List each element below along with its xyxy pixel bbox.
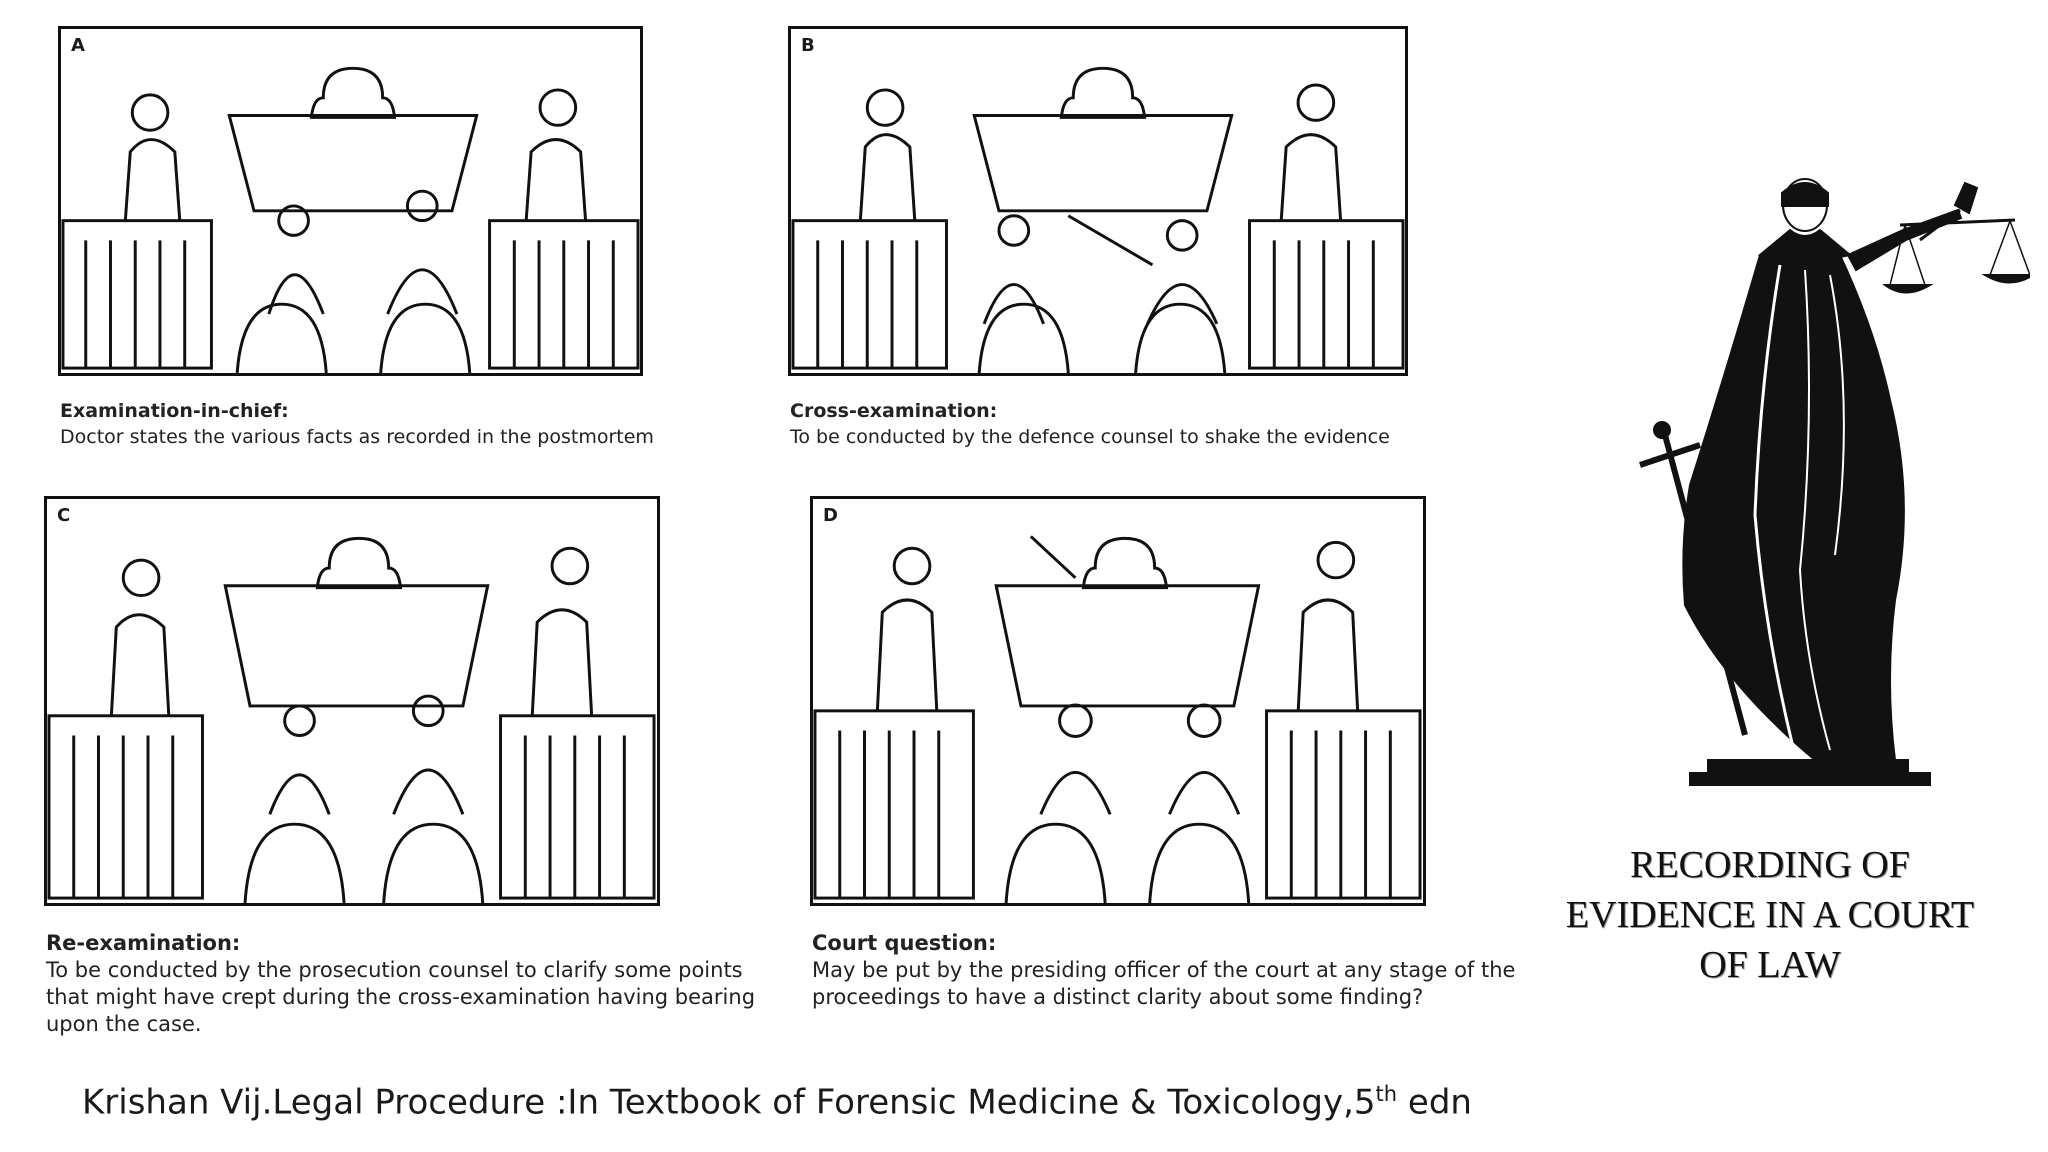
panel-caption-b: Cross-examination: To be conducted by th… (790, 398, 1490, 450)
caption-title: Court question: (812, 931, 997, 955)
panel-letter: C (57, 505, 71, 526)
panel-letter: B (801, 35, 815, 56)
citation: Krishan Vij.Legal Procedure :In Textbook… (82, 1082, 1472, 1122)
caption-text: May be put by the presiding officer of t… (812, 958, 1516, 1009)
caption-title: Cross-examination: (790, 400, 998, 422)
panel-letter: D (823, 505, 838, 526)
panel-d: D (810, 496, 1426, 906)
courtroom-illustration-c (47, 536, 656, 903)
lady-justice-statue-icon (1639, 178, 2030, 786)
citation-superscript: th (1375, 1082, 1398, 1106)
slide-title-line-1: RECORDING OF (1630, 844, 1910, 886)
slide-title: RECORDING OF EVIDENCE IN A COURT OF LAW (1520, 840, 2020, 990)
panel-b: B (788, 26, 1408, 376)
courtroom-illustration-b (791, 66, 1405, 373)
caption-title: Re-examination: (46, 931, 241, 955)
caption-text: To be conducted by the defence counsel t… (790, 426, 1390, 448)
citation-tail: edn (1407, 1082, 1472, 1123)
panel-a: A (58, 26, 643, 376)
caption-text: Doctor states the various facts as recor… (60, 426, 654, 448)
courtroom-illustration-a (61, 66, 640, 373)
panel-c: C (44, 496, 660, 906)
courtroom-illustration-d (813, 535, 1422, 903)
panel-letter: A (71, 35, 85, 56)
caption-text: To be conducted by the prosecution couns… (46, 958, 756, 1036)
slide-title-line-3: OF LAW (1699, 944, 1841, 986)
panel-caption-d: Court question: May be put by the presid… (812, 930, 1532, 1011)
slide-title-line-2: EVIDENCE IN A COURT (1565, 894, 1975, 936)
panel-caption-a: Examination-in-chief: Doctor states the … (60, 398, 740, 450)
caption-title: Examination-in-chief: (60, 400, 289, 422)
citation-main: Krishan Vij.Legal Procedure :In Textbook… (82, 1082, 1376, 1123)
panel-caption-c: Re-examination: To be conducted by the p… (46, 930, 766, 1038)
